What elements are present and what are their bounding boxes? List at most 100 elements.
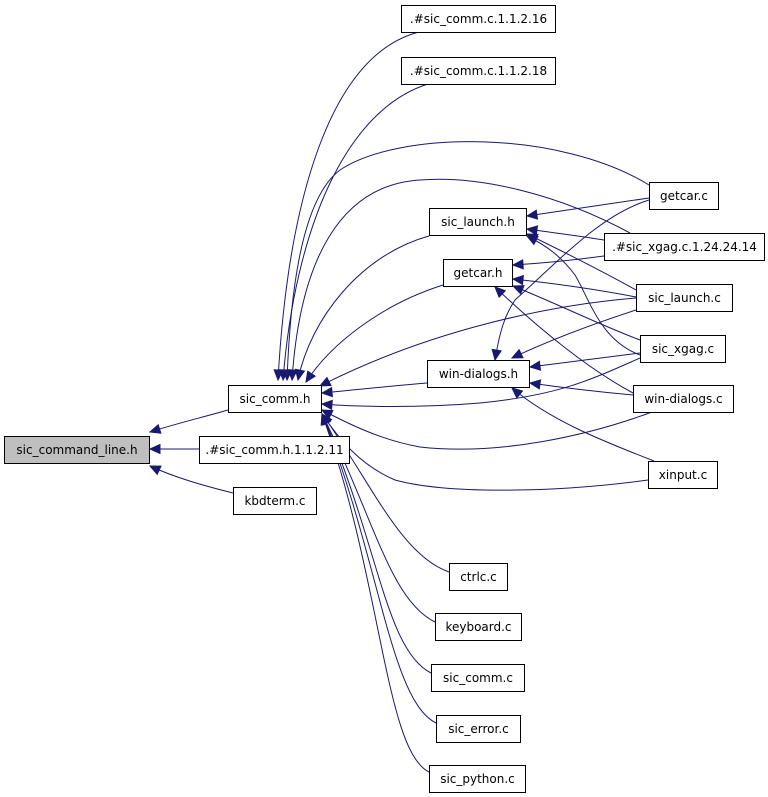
edge-line bbox=[526, 233, 637, 291]
node-sic-xgag-c[interactable]: sic_xgag.c bbox=[640, 335, 726, 363]
edge-line bbox=[321, 413, 437, 724]
edge-sic-python-c-to-sic-comm-h bbox=[320, 412, 430, 773]
node-label: sic_error.c bbox=[448, 722, 509, 736]
node-label: sic_command_line.h bbox=[16, 443, 137, 457]
node-label: sic_xgag.c bbox=[652, 342, 714, 356]
node-sic-xgag-c-1-24-24-14[interactable]: .#sic_xgag.c.1.24.24.14 bbox=[604, 233, 765, 261]
edge-line bbox=[277, 31, 420, 381]
arrowhead-icon bbox=[525, 235, 539, 246]
edge-getcar-c-to-win-dialogs-h bbox=[491, 199, 650, 362]
root-node[interactable]: sic_command_line.h bbox=[4, 436, 150, 464]
arrowhead-icon bbox=[491, 348, 502, 362]
node-xinput-c[interactable]: xinput.c bbox=[648, 461, 718, 489]
node-box bbox=[431, 664, 525, 692]
edge-line bbox=[529, 352, 641, 368]
edges-layer bbox=[148, 31, 655, 773]
arrowhead-icon bbox=[525, 209, 539, 220]
arrowhead-icon bbox=[494, 286, 507, 299]
arrowhead-icon bbox=[511, 285, 525, 295]
edge-line bbox=[297, 235, 430, 381]
node-sic-comm-h[interactable]: sic_comm.h bbox=[228, 385, 322, 413]
arrowhead-icon bbox=[525, 225, 539, 236]
edge-line bbox=[526, 235, 641, 356]
node-win-dialogs-h[interactable]: win-dialogs.h bbox=[427, 360, 530, 388]
edge-win-dialogs-c-to-win-dialogs-h bbox=[528, 379, 634, 396]
node-label: win-dialogs.h bbox=[439, 367, 518, 381]
node-win-dialogs-c[interactable]: win-dialogs.c bbox=[633, 385, 734, 413]
edge-line bbox=[305, 284, 444, 383]
arrowhead-icon bbox=[148, 423, 162, 434]
node-label: .#sic_comm.c.1.1.2.18 bbox=[410, 64, 547, 78]
edge-sic-xgag-c-to-sic-comm-h bbox=[320, 357, 641, 411]
node-label: win-dialogs.c bbox=[644, 392, 722, 406]
arrowhead-icon bbox=[320, 386, 333, 398]
edge-win-dialogs-c-to-getcar-h bbox=[494, 286, 634, 394]
node-box bbox=[228, 385, 322, 413]
node-box bbox=[435, 613, 522, 641]
node-box bbox=[640, 335, 726, 363]
node-label: sic_comm.c bbox=[443, 671, 513, 685]
node-sic-launch-c[interactable]: sic_launch.c bbox=[636, 284, 733, 312]
node-label: kbdterm.c bbox=[244, 494, 305, 508]
edge-sic-comm-c-1-1-2-18-to-sic-comm-h bbox=[278, 83, 429, 382]
node-box bbox=[604, 233, 765, 261]
node-box bbox=[4, 436, 150, 464]
arrowhead-icon bbox=[287, 369, 299, 382]
arrowhead-icon bbox=[320, 399, 333, 411]
node-box bbox=[401, 57, 556, 85]
edge-sic-xgag-c-to-getcar-h bbox=[511, 285, 641, 341]
node-label: sic_launch.h bbox=[441, 215, 515, 229]
node-getcar-c[interactable]: getcar.c bbox=[649, 182, 719, 210]
node-ctrlc-c[interactable]: ctrlc.c bbox=[449, 563, 508, 591]
arrowhead-icon bbox=[528, 360, 542, 371]
node-label: .#sic_comm.c.1.1.2.16 bbox=[410, 12, 547, 26]
node-sic-error-c[interactable]: sic_error.c bbox=[436, 715, 521, 743]
edge-sic-comm-h-1-1-2-11-to-sic-command-line-h bbox=[148, 443, 199, 455]
edge-sic-xgag-c-to-win-dialogs-h bbox=[528, 352, 641, 371]
edge-sic-comm-h-to-sic-command-line-h bbox=[148, 409, 229, 434]
node-box bbox=[401, 5, 556, 33]
node-box bbox=[429, 208, 527, 236]
edge-line bbox=[149, 465, 234, 494]
node-box bbox=[648, 461, 718, 489]
edge-line bbox=[321, 409, 653, 450]
edge-win-dialogs-h-to-sic-comm-h bbox=[320, 382, 428, 398]
edge-line bbox=[526, 197, 650, 217]
arrowhead-icon bbox=[320, 412, 331, 426]
arrowhead-icon bbox=[511, 387, 524, 399]
edge-line bbox=[321, 357, 641, 407]
edge-line bbox=[512, 278, 637, 298]
arrowhead-icon bbox=[294, 368, 306, 382]
edge-sic-xgag-c-to-sic-launch-h bbox=[525, 235, 641, 356]
arrowhead-icon bbox=[305, 370, 317, 384]
edge-line bbox=[282, 83, 429, 381]
node-sic-launch-h[interactable]: sic_launch.h bbox=[429, 208, 527, 236]
node-sic-python-c[interactable]: sic_python.c bbox=[429, 765, 526, 793]
node-label: keyboard.c bbox=[445, 620, 511, 634]
node-sic-comm-h-1-1-2-11[interactable]: .#sic_comm.h.1.1.2.11 bbox=[199, 436, 350, 464]
node-box bbox=[429, 765, 526, 793]
node-label: xinput.c bbox=[659, 468, 707, 482]
edge-line bbox=[149, 409, 229, 433]
node-label: sic_launch.c bbox=[648, 291, 721, 305]
edge-line bbox=[511, 387, 655, 462]
node-box bbox=[649, 182, 719, 210]
edge-line bbox=[321, 382, 428, 394]
edge-xinput-c-to-win-dialogs-h bbox=[511, 387, 655, 462]
edge-xinput-c-to-sic-comm-h bbox=[321, 412, 649, 491]
edge-getcar-h-to-sic-comm-h bbox=[305, 284, 444, 384]
node-sic-comm-c-1-1-2-16[interactable]: .#sic_comm.c.1.1.2.16 bbox=[401, 5, 556, 33]
edge-getcar-c-to-sic-launch-h bbox=[525, 197, 650, 220]
node-box bbox=[443, 259, 513, 287]
edge-sic-launch-c-to-win-dialogs-h bbox=[510, 309, 637, 359]
node-keyboard-c[interactable]: keyboard.c bbox=[435, 613, 522, 641]
edge-sic-comm-c-1-1-2-16-to-sic-comm-h bbox=[273, 31, 420, 382]
arrowhead-icon bbox=[528, 379, 542, 390]
edge-kbdterm-c-to-sic-command-line-h bbox=[148, 465, 234, 494]
node-sic-comm-c[interactable]: sic_comm.c bbox=[431, 664, 525, 692]
node-label: getcar.c bbox=[660, 189, 708, 203]
node-sic-comm-c-1-1-2-18[interactable]: .#sic_comm.c.1.1.2.18 bbox=[401, 57, 556, 85]
node-kbdterm-c[interactable]: kbdterm.c bbox=[233, 487, 317, 515]
arrowhead-icon bbox=[510, 348, 524, 359]
node-getcar-h[interactable]: getcar.h bbox=[443, 259, 513, 287]
